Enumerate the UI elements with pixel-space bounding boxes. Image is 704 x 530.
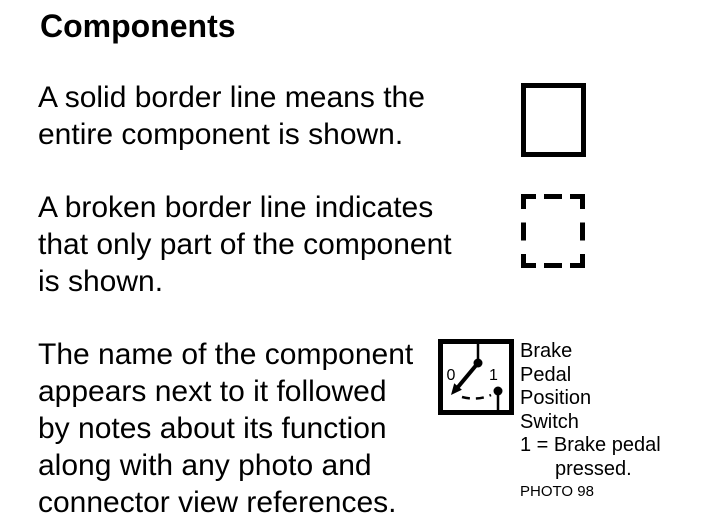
switch-swing-dashed-path xyxy=(461,393,492,400)
text-line: is shown. xyxy=(38,265,164,298)
switch-arm-arrowhead xyxy=(451,383,462,395)
switch-position-1-label: 1 xyxy=(489,367,498,384)
component-name-line: Position xyxy=(520,387,592,409)
solid-border-paragraph: A solid border line means the entire com… xyxy=(38,79,425,153)
text-line: connector view references. xyxy=(38,486,397,519)
switch-outline xyxy=(438,339,514,415)
component-note-line: 1 = Brake pedal xyxy=(520,434,661,456)
text-line: that only part of the component xyxy=(38,228,452,261)
text-line: entire component is shown. xyxy=(38,118,404,151)
text-line: The name of the component xyxy=(38,338,414,371)
component-name-line: Pedal xyxy=(520,363,572,386)
text-line: A solid border line means the xyxy=(38,81,425,114)
component-name-line: Switch xyxy=(520,410,579,433)
text-line: along with any photo and xyxy=(38,449,372,482)
brake-pedal-switch-symbol: 0 1 xyxy=(438,339,514,415)
solid-border-symbol xyxy=(521,83,586,157)
dash-corner-bottom-right xyxy=(570,254,585,268)
component-name-paragraph: The name of the component appears next t… xyxy=(38,336,413,521)
broken-border-symbol xyxy=(521,194,585,268)
broken-border-paragraph: A broken border line indicates that only… xyxy=(38,189,452,300)
text-line: by notes about its function xyxy=(38,412,387,445)
photo-reference: PHOTO 98 xyxy=(520,483,594,500)
component-name-line: Brake xyxy=(520,340,573,362)
component-note-line: pressed. xyxy=(555,457,632,480)
component-label: Brake Pedal Position Switch 1 = Brake pe… xyxy=(520,340,661,501)
switch-position-0-label: 0 xyxy=(447,367,456,384)
dash-corner-bottom-left xyxy=(521,254,536,268)
text-line: A broken border line indicates xyxy=(38,191,434,224)
page-title: Components xyxy=(40,8,236,44)
dash-corner-top-right xyxy=(570,194,585,209)
dash-corner-top-left xyxy=(521,194,536,209)
switch-arm xyxy=(456,361,480,389)
text-line: appears next to it followed xyxy=(38,375,387,408)
